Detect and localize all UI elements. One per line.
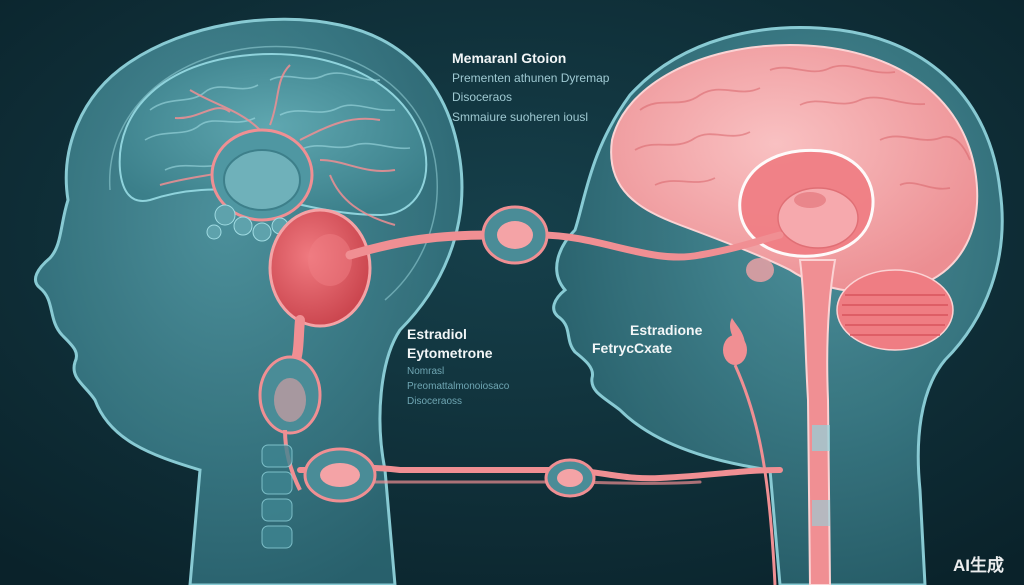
- left-note-line-3: Disoceraoss: [407, 396, 463, 407]
- right-hormone-label-2: FetrycCxate: [592, 340, 673, 356]
- top-label-line-3: Smmaiure suoheren iousl: [452, 110, 589, 124]
- left-note-line-1: Nomrasl: [407, 366, 445, 377]
- left-head: [34, 17, 464, 585]
- right-hormone-label-1: Estradione: [630, 322, 703, 338]
- top-label-line-1: Prementen athunen Dyremap: [452, 71, 610, 85]
- left-hormone-label-2: Eytometrone: [407, 345, 493, 361]
- ai-generated-watermark: AI生成: [953, 556, 1004, 575]
- top-label-title: Memaranl Gtoion: [452, 50, 567, 66]
- relay-nodes: [303, 205, 596, 503]
- top-label-line-2: Disoceraos: [452, 90, 513, 104]
- left-hormone-label-1: Estradiol: [407, 326, 467, 342]
- right-head: [552, 26, 1004, 585]
- left-note-line-2: Preomattalmonoiosaco: [407, 381, 510, 392]
